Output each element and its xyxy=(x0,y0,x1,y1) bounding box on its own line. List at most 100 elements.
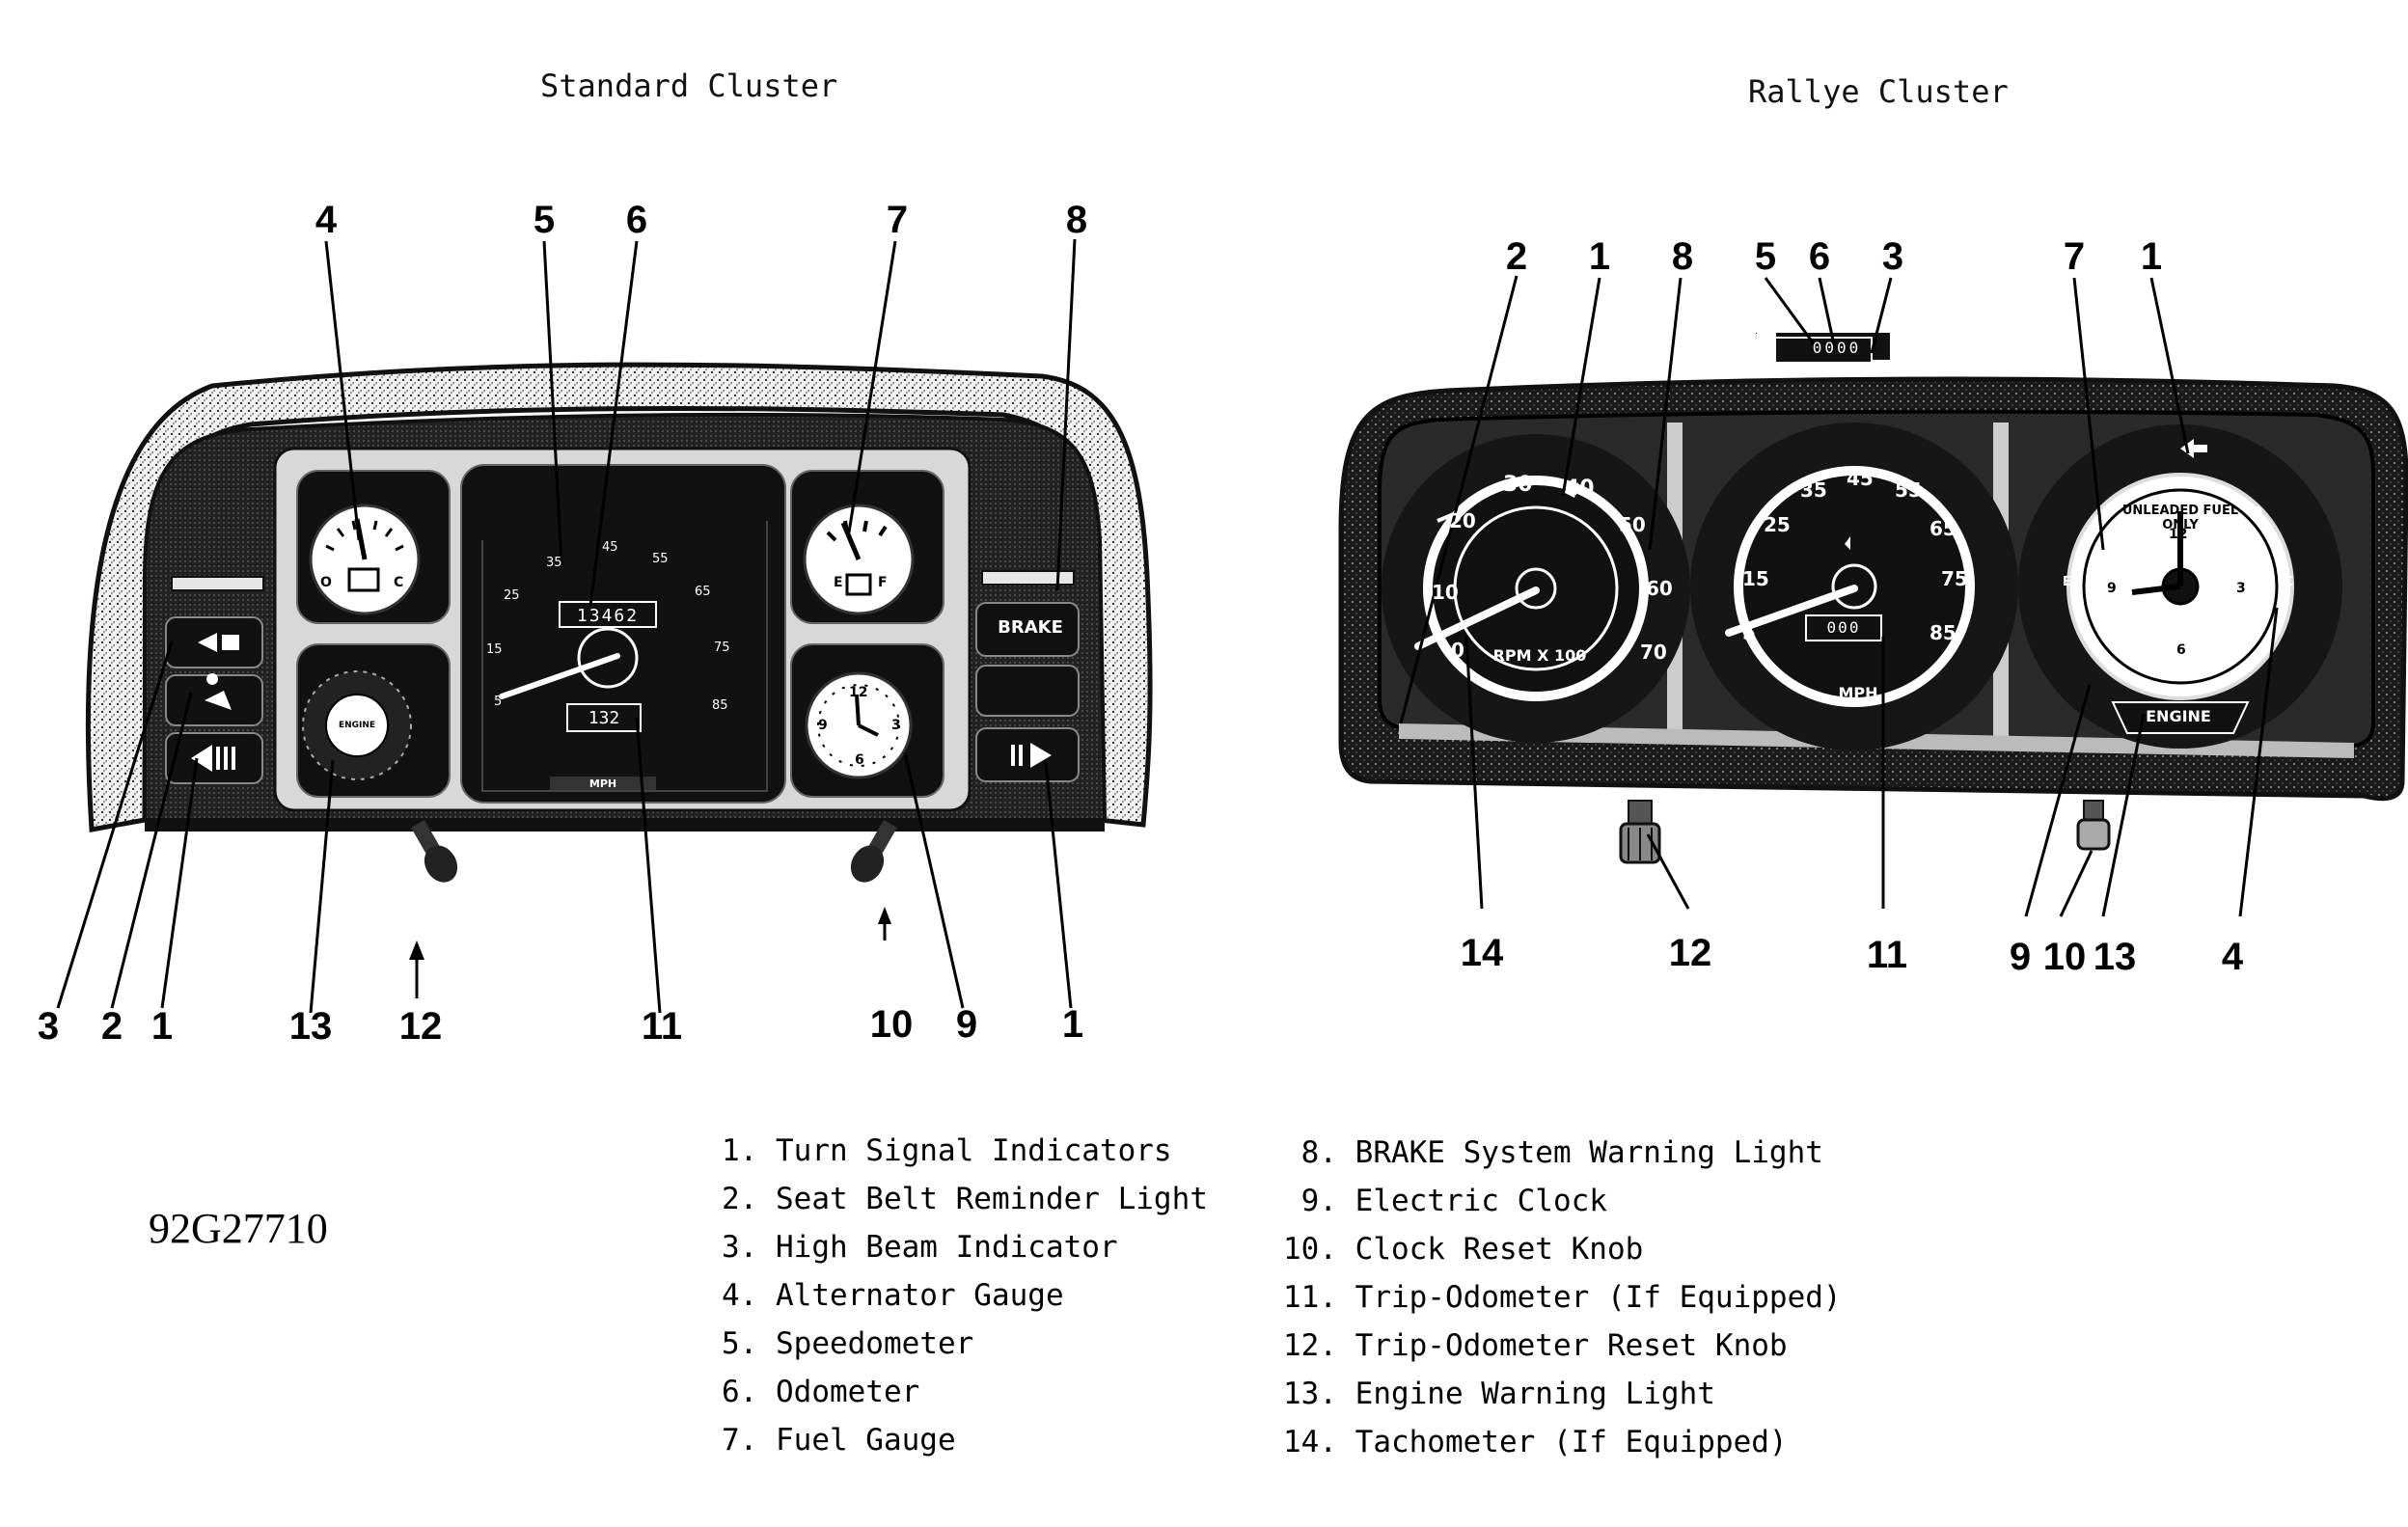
rallye-clock-label: 3 xyxy=(2236,581,2246,596)
rallye-rpm-label: RPM X 100 xyxy=(1492,646,1587,665)
callout-ral-9: 9 xyxy=(2009,936,2032,978)
rallye-tach-label: 50 xyxy=(1619,513,1646,536)
legend-item: 11. Trip-Odometer (If Equipped) xyxy=(1283,1280,1842,1315)
callout-ral-2: 2 xyxy=(1505,235,1528,278)
callout-std-8: 8 xyxy=(1065,199,1088,241)
std-speed-label: 45 xyxy=(602,540,618,555)
std-trip-value: 132 xyxy=(588,708,620,728)
rallye-tach-label: 10 xyxy=(1432,581,1459,604)
rallye-speed-label: 5 xyxy=(1742,621,1756,644)
callout-ral-4: 4 xyxy=(2221,936,2244,978)
standard-cluster-title: Standard Cluster xyxy=(540,68,838,104)
legend-item: 8. BRAKE System Warning Light xyxy=(1283,1135,1823,1170)
rallye-tach-label: 40 xyxy=(1565,477,1595,501)
rallye-tach-label: 0 xyxy=(1451,639,1464,662)
rallye-engine-label: ENGINE xyxy=(2146,707,2211,725)
std-clock-label: 3 xyxy=(891,718,901,733)
rallye-speed-label: 65 xyxy=(1929,517,1956,540)
callout-std-9: 9 xyxy=(955,1003,978,1046)
legend-item: 9. Electric Clock xyxy=(1283,1184,1607,1218)
callout-ral-1: 1 xyxy=(1588,235,1611,278)
callout-std-11: 11 xyxy=(641,1005,683,1048)
part-number: 92G27710 xyxy=(149,1205,328,1252)
rallye-alt-high: C xyxy=(2285,575,2294,589)
rallye-clock-label: 12 xyxy=(2169,527,2188,542)
std-alt-low: O xyxy=(320,575,332,590)
std-clock-label: 12 xyxy=(849,685,868,700)
callout-std-4: 4 xyxy=(315,199,338,241)
std-speed-label: 5 xyxy=(494,695,503,709)
legend-item: 4. Alternator Gauge xyxy=(722,1278,1064,1313)
callout-ral-5: 5 xyxy=(1754,235,1777,278)
rallye-speed-label: 15 xyxy=(1742,567,1769,590)
rallye-tach-label: 20 xyxy=(1449,509,1476,532)
legend-right: 8. BRAKE System Warning Light 9. Electri… xyxy=(1283,1129,1842,1466)
callout-std-3: 3 xyxy=(37,1005,60,1048)
rallye-speed-label: 45 xyxy=(1847,467,1874,490)
callout-std-12: 12 xyxy=(398,1005,443,1048)
std-speed-label: 75 xyxy=(714,641,730,655)
legend-left: 1. Turn Signal Indicators 2. Seat Belt R… xyxy=(722,1127,1208,1464)
std-speed-label: 55 xyxy=(652,552,669,566)
std-speed-label: 35 xyxy=(546,556,562,570)
rallye-speed-label: 35 xyxy=(1800,478,1827,502)
std-odometer-value: 13462 xyxy=(576,606,640,626)
callout-std-1b: 1 xyxy=(1061,1003,1084,1046)
callout-ral-3: 3 xyxy=(1881,235,1904,278)
rallye-fuel-banner: UNLEADED FUEL ONLY xyxy=(2121,504,2239,532)
callout-ral-13: 13 xyxy=(2093,936,2137,978)
std-speed-label: 85 xyxy=(712,698,728,713)
std-fuel-f: F xyxy=(878,575,888,590)
standard-cluster-illustration xyxy=(56,238,1153,1014)
legend-item: 12. Trip-Odometer Reset Knob xyxy=(1283,1328,1788,1363)
std-speed-label: 25 xyxy=(504,588,520,603)
rallye-cluster-illustration xyxy=(1338,275,2408,917)
callout-ral-6: 6 xyxy=(1808,235,1831,278)
legend-item: 3. High Beam Indicator xyxy=(722,1230,1118,1265)
rallye-clock-label: 6 xyxy=(2176,642,2186,658)
rallye-tach-label: 70 xyxy=(1640,641,1667,664)
legend-item: 13. Engine Warning Light xyxy=(1283,1377,1715,1411)
callout-std-2: 2 xyxy=(100,1005,123,1048)
legend-item: 10. Clock Reset Knob xyxy=(1283,1232,1644,1267)
rallye-speed-label: 85 xyxy=(1929,621,1956,644)
legend-item: 1. Turn Signal Indicators xyxy=(722,1133,1172,1168)
std-alt-high: C xyxy=(394,575,404,590)
rallye-fuel-e: E xyxy=(2063,575,2071,589)
rallye-trip-value: 000 xyxy=(1826,618,1861,637)
std-fuel-e: E xyxy=(834,575,843,590)
rallye-alt-low: O xyxy=(2252,505,2263,520)
callout-std-7: 7 xyxy=(886,199,909,241)
callout-ral-10: 10 xyxy=(2042,936,2087,978)
std-speed-label: 15 xyxy=(486,642,503,657)
std-speed-label: 65 xyxy=(695,585,711,599)
legend-item: 7. Fuel Gauge xyxy=(722,1423,956,1458)
callout-ral-8: 8 xyxy=(1671,235,1694,278)
std-clock-label: 6 xyxy=(855,752,864,768)
rallye-mph-label: MPH xyxy=(1838,684,1878,702)
rallye-fuel-f: F xyxy=(2109,505,2118,520)
callout-std-6: 6 xyxy=(625,199,648,241)
callout-ral-11: 11 xyxy=(1866,934,1908,976)
legend-item: 14. Tachometer (If Equipped) xyxy=(1283,1425,1788,1459)
callout-ral-14: 14 xyxy=(1460,932,1504,974)
callout-ral-7: 7 xyxy=(2063,235,2086,278)
rallye-clock-label: 9 xyxy=(2107,581,2117,596)
rallye-cluster-title: Rallye Cluster xyxy=(1748,73,2009,110)
callout-ral-1b: 1 xyxy=(2140,235,2163,278)
rallye-speed-label: 25 xyxy=(1764,513,1791,536)
callout-std-10: 10 xyxy=(869,1003,914,1046)
std-engine-label: ENGINE xyxy=(338,721,376,730)
callout-std-13: 13 xyxy=(288,1005,333,1048)
rallye-odometer-value: 0000 xyxy=(1812,339,1862,357)
brake-label: BRAKE xyxy=(998,617,1063,638)
callout-std-1: 1 xyxy=(150,1005,174,1048)
rallye-tach-label: 60 xyxy=(1646,577,1673,600)
callout-ral-12: 12 xyxy=(1668,932,1712,974)
brake-warning-light xyxy=(975,602,1080,657)
callout-std-5: 5 xyxy=(533,199,556,241)
rallye-speed-label: 75 xyxy=(1941,567,1968,590)
rallye-tach-label: 30 xyxy=(1503,473,1533,497)
legend-item: 6. Odometer xyxy=(722,1375,920,1409)
rallye-speed-label: 55 xyxy=(1895,478,1922,502)
